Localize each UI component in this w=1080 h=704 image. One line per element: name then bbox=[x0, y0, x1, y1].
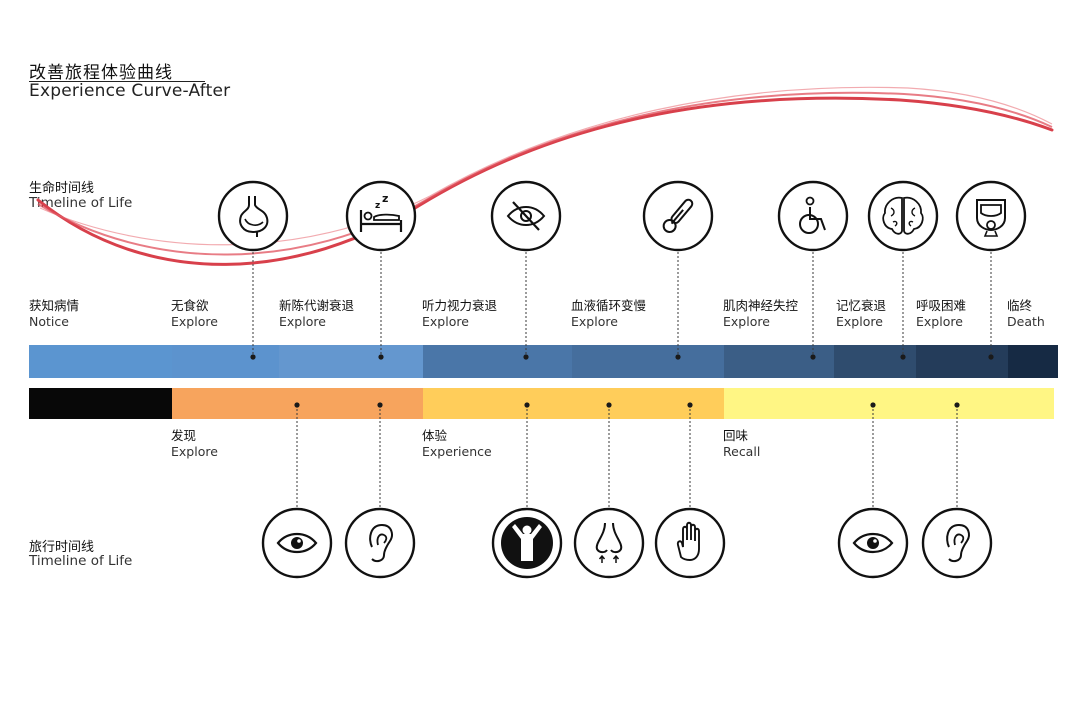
travel-connector-dots bbox=[294, 402, 960, 408]
life-stage-label: 呼吸困难 Explore bbox=[916, 298, 966, 330]
sleep-bed-icon: z z bbox=[345, 180, 417, 252]
life-lane-subtitle: Timeline of Life bbox=[29, 195, 133, 211]
travel-stage-en: Explore bbox=[171, 444, 218, 459]
curve-ribbon-edge bbox=[36, 96, 1054, 266]
life-stage-zh: 无食欲 bbox=[171, 298, 209, 313]
connector-dot bbox=[606, 402, 612, 408]
life-stage-en: Death bbox=[1007, 314, 1045, 329]
thermometer-icon bbox=[642, 180, 714, 252]
connector-dot bbox=[294, 402, 300, 408]
life-connectors bbox=[252, 252, 992, 357]
title-chinese: 改善旅程体验曲线 bbox=[29, 63, 173, 83]
travel-stage-en: Experience bbox=[422, 444, 492, 459]
travel-stage-zh: 回味 bbox=[723, 428, 749, 443]
life-stage-en: Notice bbox=[29, 314, 69, 329]
travel-lane-subtitle: Timeline of Life bbox=[29, 553, 133, 569]
joy-person-icon bbox=[491, 507, 563, 579]
connector-dot bbox=[954, 402, 960, 408]
travel-stage-zh: 发现 bbox=[171, 428, 197, 443]
life-bar-segment-no-appetite bbox=[172, 345, 279, 378]
connector-dot bbox=[870, 402, 876, 408]
hand-icon bbox=[654, 507, 726, 579]
life-stage-en: Explore bbox=[723, 314, 770, 329]
travel-connectors bbox=[296, 405, 958, 509]
travel-bar-segment-start bbox=[29, 388, 172, 419]
title-english: Experience Curve-After bbox=[29, 81, 231, 101]
life-stage-zh: 听力视力衰退 bbox=[422, 298, 498, 313]
connector-dot bbox=[810, 354, 816, 360]
connector-dot bbox=[524, 402, 530, 408]
life-stage-label: 记忆衰退 Explore bbox=[836, 298, 886, 330]
travel-stage-en: Recall bbox=[723, 444, 761, 459]
travel-stage-zh: 体验 bbox=[422, 428, 448, 443]
life-stage-en: Explore bbox=[916, 314, 963, 329]
travel-lane-title: 旅行时间线 bbox=[29, 540, 95, 555]
eye-icon bbox=[261, 507, 333, 579]
experience-curve bbox=[36, 86, 1054, 266]
life-stage-en: Explore bbox=[836, 314, 883, 329]
ear-icon bbox=[921, 507, 993, 579]
travel-bar-segment-recall bbox=[724, 388, 1054, 419]
curve-ribbon-edge bbox=[37, 91, 1053, 256]
life-stage-zh: 新陈代谢衰退 bbox=[279, 298, 355, 313]
stomach-icon bbox=[217, 180, 289, 252]
gas-mask-icon bbox=[955, 180, 1027, 252]
connector-dot bbox=[687, 402, 693, 408]
travel-stage-label: 回味 Recall bbox=[723, 428, 760, 460]
life-stage-en: Explore bbox=[571, 314, 618, 329]
life-stage-zh: 记忆衰退 bbox=[836, 298, 887, 313]
travel-stage-label: 发现 Explore bbox=[171, 428, 218, 460]
ear-icon bbox=[344, 507, 416, 579]
travel-stage-label: 体验 Experience bbox=[422, 428, 492, 460]
title-underline bbox=[29, 81, 205, 82]
eye-crossed-icon bbox=[490, 180, 562, 252]
connector-dot bbox=[675, 354, 681, 360]
life-stage-zh: 肌肉神经失控 bbox=[723, 298, 799, 313]
life-stage-label: 临终 Death bbox=[1007, 298, 1045, 330]
life-stage-zh: 临终 bbox=[1007, 298, 1033, 313]
life-stage-label: 获知病情 Notice bbox=[29, 298, 79, 330]
wheelchair-icon bbox=[777, 180, 849, 252]
life-stage-en: Explore bbox=[422, 314, 469, 329]
connector-dot bbox=[377, 402, 383, 408]
life-stage-label: 新陈代谢衰退 Explore bbox=[279, 298, 354, 330]
svg-text:z: z bbox=[375, 201, 380, 211]
connector-dot bbox=[900, 354, 906, 360]
life-stage-en: Explore bbox=[279, 314, 326, 329]
life-stage-zh: 获知病情 bbox=[29, 298, 80, 313]
connector-dot bbox=[523, 354, 529, 360]
life-lane-title: 生命时间线 bbox=[29, 181, 95, 196]
nose-icon bbox=[573, 507, 645, 579]
connector-dot bbox=[988, 354, 994, 360]
curve-ribbon-edge bbox=[39, 86, 1053, 246]
svg-text:z: z bbox=[382, 192, 388, 205]
life-bar-segment-circulation bbox=[572, 345, 724, 378]
brain-icon bbox=[867, 180, 939, 252]
life-bar-segment-metabolism bbox=[279, 345, 423, 378]
life-bar-segment-notice bbox=[29, 345, 172, 378]
life-stage-en: Explore bbox=[171, 314, 218, 329]
life-bar-segment-death bbox=[1008, 345, 1058, 378]
travel-bar-segment-experience bbox=[423, 388, 724, 419]
life-bar-segment-breathing bbox=[916, 345, 1008, 378]
connector-dot bbox=[250, 354, 256, 360]
life-connector-dots bbox=[250, 354, 994, 360]
life-stage-label: 听力视力衰退 Explore bbox=[422, 298, 497, 330]
life-bar-segment-memory bbox=[834, 345, 916, 378]
connector-dot bbox=[378, 354, 384, 360]
eye-icon bbox=[837, 507, 909, 579]
life-stage-zh: 呼吸困难 bbox=[916, 298, 967, 313]
life-stage-label: 血液循环变慢 Explore bbox=[571, 298, 646, 330]
life-stage-label: 无食欲 Explore bbox=[171, 298, 218, 330]
life-bar-segment-hearing-vision bbox=[423, 345, 572, 378]
life-bar-segment-muscle-nerve bbox=[724, 345, 834, 378]
life-stage-zh: 血液循环变慢 bbox=[571, 298, 647, 313]
life-stage-label: 肌肉神经失控 Explore bbox=[723, 298, 798, 330]
